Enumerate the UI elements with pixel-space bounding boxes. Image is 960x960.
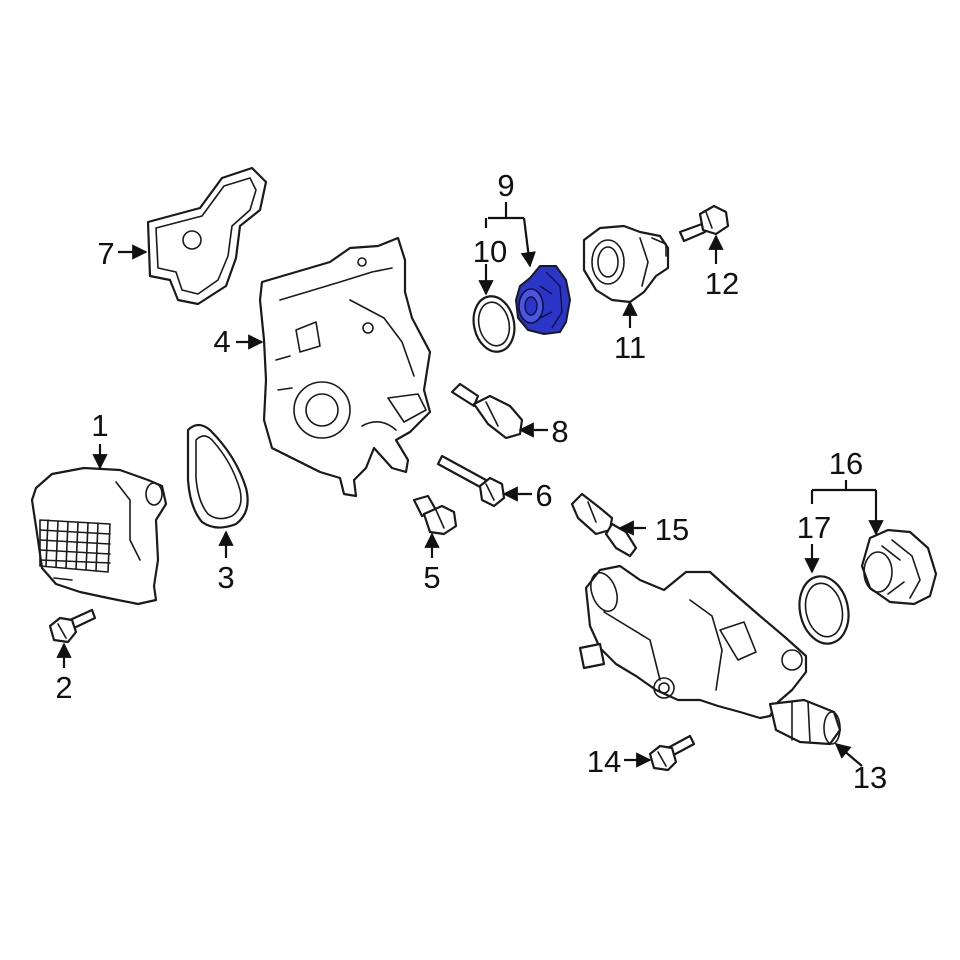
callout-1: 1 xyxy=(91,408,108,443)
part-6-bolt[interactable] xyxy=(436,454,506,508)
part-16-thermostat[interactable] xyxy=(860,528,938,606)
part-12-bolt[interactable] xyxy=(678,204,730,243)
part-5-bolt[interactable] xyxy=(412,494,458,536)
part-8-sensor[interactable] xyxy=(450,382,524,440)
callout-3: 3 xyxy=(217,560,234,595)
callout-15: 15 xyxy=(655,512,689,547)
part-3-gasket[interactable] xyxy=(186,423,249,529)
callout-14: 14 xyxy=(587,744,621,779)
callout-7: 7 xyxy=(97,236,114,271)
callout-10: 10 xyxy=(473,234,507,269)
callout-labels: 1 2 3 4 5 6 7 8 9 10 11 12 13 14 15 16 1… xyxy=(55,168,887,795)
callout-16: 16 xyxy=(829,446,863,481)
callout-8: 8 xyxy=(551,414,568,449)
part-10-o-ring[interactable] xyxy=(469,292,520,355)
part-15-sensor[interactable] xyxy=(570,492,638,558)
callout-12: 12 xyxy=(705,266,739,301)
part-17-o-ring[interactable] xyxy=(793,572,854,648)
callout-2: 2 xyxy=(55,670,72,705)
callout-11: 11 xyxy=(614,330,646,365)
part-1-housing[interactable] xyxy=(30,466,168,606)
part-2-bolt[interactable] xyxy=(48,608,97,644)
callout-17: 17 xyxy=(797,510,831,545)
part-9-highlighted[interactable] xyxy=(515,265,571,335)
leader-lines xyxy=(56,202,884,768)
part-13-housing[interactable] xyxy=(578,564,842,746)
part-11-housing[interactable] xyxy=(582,224,670,304)
callout-13: 13 xyxy=(853,760,887,795)
callout-5: 5 xyxy=(423,560,440,595)
callout-6: 6 xyxy=(535,478,552,513)
callout-4: 4 xyxy=(213,324,230,359)
part-14-bolt[interactable] xyxy=(648,734,696,772)
part-7-gasket[interactable] xyxy=(146,166,268,306)
part-4-timing-cover[interactable] xyxy=(258,236,432,498)
callout-9: 9 xyxy=(497,168,514,203)
